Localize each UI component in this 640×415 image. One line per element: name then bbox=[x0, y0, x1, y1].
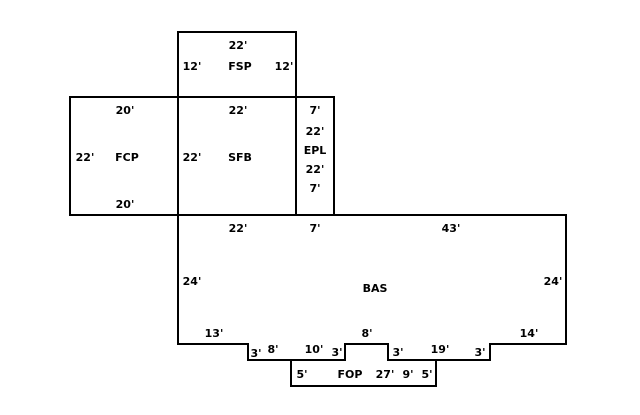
fcp-top-dim: 20' bbox=[116, 104, 135, 117]
fop-left-dim: 5' bbox=[296, 368, 307, 381]
fop-right-dim: 5' bbox=[421, 368, 432, 381]
bas-step-f: 19' bbox=[431, 343, 450, 356]
fcp-label: FCP bbox=[115, 151, 139, 164]
epl-side-b: 22' bbox=[306, 163, 325, 176]
bas-top-a: 22' bbox=[229, 222, 248, 235]
fop-label: FOP bbox=[338, 368, 363, 381]
epl-top-dim: 7' bbox=[309, 104, 320, 117]
fsp-label: FSP bbox=[228, 60, 252, 73]
fsp-left-dim: 12' bbox=[183, 60, 202, 73]
bas-step-b: 8' bbox=[267, 343, 278, 356]
bas-step-g: 3' bbox=[474, 346, 485, 359]
epl-side-c: 7' bbox=[309, 182, 320, 195]
bas-bottom-left: 13' bbox=[205, 327, 224, 340]
bas-mid-top: 8' bbox=[361, 327, 372, 340]
fcp-left-dim: 22' bbox=[76, 151, 95, 164]
fsp-top-dim: 22' bbox=[229, 39, 248, 52]
bas-step-c: 10' bbox=[305, 343, 324, 356]
fop-bottom-dim: 27' bbox=[376, 368, 395, 381]
epl-label: EPL bbox=[304, 144, 327, 157]
sfb-label: SFB bbox=[228, 151, 252, 164]
bas-bottom-right: 14' bbox=[520, 327, 539, 340]
fcp-bottom-dim: 20' bbox=[116, 198, 135, 211]
bas-right-dim: 24' bbox=[544, 275, 563, 288]
fsp-right-dim: 12' bbox=[275, 60, 294, 73]
bas-step-e: 3' bbox=[392, 346, 403, 359]
fop-inner-dim: 9' bbox=[402, 368, 413, 381]
bas-left-dim: 24' bbox=[183, 275, 202, 288]
bas-top-c: 43' bbox=[442, 222, 461, 235]
bas-label: BAS bbox=[363, 282, 388, 295]
bas-step-d: 3' bbox=[331, 346, 342, 359]
fop-outline bbox=[290, 360, 437, 387]
bas-step-a: 3' bbox=[250, 347, 261, 360]
sfb-top-dim: 22' bbox=[229, 104, 248, 117]
bas-outline bbox=[177, 214, 567, 361]
bas-top-b: 7' bbox=[309, 222, 320, 235]
sfb-left-dim: 22' bbox=[183, 151, 202, 164]
epl-side-a: 22' bbox=[306, 125, 325, 138]
